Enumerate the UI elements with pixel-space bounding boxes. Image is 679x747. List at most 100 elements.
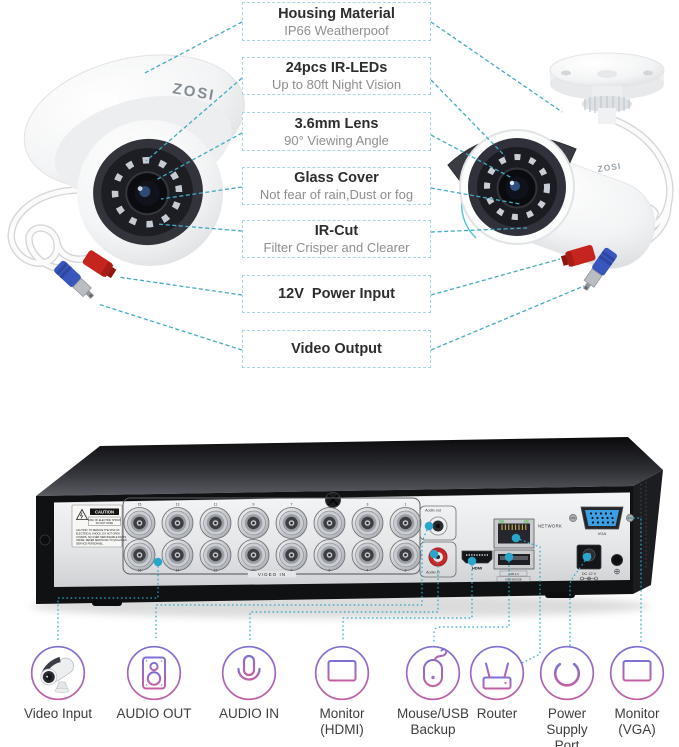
callout-title: IR-Cut <box>314 223 359 239</box>
svg-text:RISK OF ELECTRIC SHOCK: RISK OF ELECTRIC SHOCK <box>88 519 121 522</box>
svg-text:15: 15 <box>138 503 142 507</box>
panel-screws <box>39 492 341 546</box>
hdmi-label: HDMI <box>472 566 482 571</box>
svg-text:8: 8 <box>291 569 293 573</box>
bullet-brand-logo: ZOSI <box>597 161 622 174</box>
svg-text:11: 11 <box>214 503 218 507</box>
callout-glass-cover: Glass Cover Not fear of rain,Dust or fog <box>242 167 431 205</box>
dome-video-connector <box>54 260 95 299</box>
dome-ir-led-ring <box>111 156 183 228</box>
legend-audio-out: AUDIO OUT <box>116 644 192 722</box>
svg-text:12: 12 <box>214 569 218 573</box>
svg-text:2: 2 <box>405 569 407 573</box>
svg-text:9: 9 <box>253 503 255 507</box>
legend-label: Router <box>476 706 518 721</box>
legend-label: AUDIO OUT <box>116 706 192 721</box>
legend-label: Video Input <box>23 706 93 721</box>
svg-text:INSIDE. REFER SERVICING TO QUA: INSIDE. REFER SERVICING TO QUALIFIED <box>76 539 127 542</box>
svg-text:10: 10 <box>252 569 256 573</box>
audio-out-label: Audio out <box>424 509 442 513</box>
bullet-power-connector <box>560 245 596 267</box>
network-label: NETWORK <box>538 524 562 529</box>
bnc-port-numbers: 15 13 11 9 7 5 3 1 16 14 12 10 8 6 4 2 <box>138 503 407 573</box>
svg-text:4: 4 <box>367 569 369 573</box>
network-port: NETWORK <box>493 518 562 549</box>
callout-power-input: 12V Power Input <box>242 275 431 313</box>
dvr-side-face <box>633 470 663 594</box>
caution-header: CAUTION <box>95 510 114 515</box>
bullet-ir-led-ring <box>484 154 550 220</box>
audio-in-label: Audio in <box>425 571 440 575</box>
vga-label: VGA <box>598 531 607 536</box>
callout-title: Housing Material <box>278 5 395 22</box>
bullet-camera-mount <box>549 52 665 124</box>
dc-label: DC 12 V <box>582 572 597 576</box>
callout-subtitle: Up to 80ft Night Vision <box>271 77 402 92</box>
usb-label: USB 2.0 <box>508 572 519 576</box>
usb-port: USB 2.0 USB MOUSE <box>493 549 535 582</box>
caution-label: CAUTION RISK OF ELECTRIC SHOCK DO NOT OP… <box>71 504 127 548</box>
bnc-video-in-ports: 15 13 11 9 7 5 3 1 16 14 12 10 8 6 4 2 V… <box>122 497 422 578</box>
video-in-label: VIDEO IN <box>258 572 286 577</box>
ground-screw <box>611 554 623 575</box>
callout-housing-material: Housing Material IP66 Weatherpoof <box>242 2 431 41</box>
audio-out-port: Audio out <box>419 505 457 541</box>
dc-polarity-mark <box>580 576 598 581</box>
callout-leader-lines <box>97 21 585 351</box>
usb-mouse-label: USB MOUSE <box>505 577 522 581</box>
svg-text:14: 14 <box>176 569 180 573</box>
legend-label: Power Supply Port <box>546 706 588 747</box>
microphone-icon <box>221 645 277 701</box>
callout-subtitle: 90° Viewing Angle <box>284 132 389 148</box>
svg-text:6: 6 <box>329 569 331 573</box>
legend-monitor-hdmi: Monitor (HDMI) <box>313 644 371 738</box>
legend-label: Monitor (HDMI) <box>319 706 365 737</box>
callout-subtitle: Not fear of rain,Dust or fog <box>259 187 414 202</box>
callout-subtitle: IP66 Weatherpoof <box>284 22 389 38</box>
callout-title: Video Output <box>291 340 382 357</box>
bullet-camera: ZOSI <box>447 52 674 291</box>
router-icon <box>469 645 525 701</box>
dome-camera: ZOSI <box>7 54 245 299</box>
bullet-video-connector <box>582 247 617 291</box>
dvr-rear-panel <box>54 493 630 587</box>
svg-text:CAUTION: TO REDUCE THE RISK OF: CAUTION: TO REDUCE THE RISK OF <box>76 529 120 532</box>
warning-triangle-icon <box>75 508 89 520</box>
legend-label: Monitor (VGA) <box>614 706 660 737</box>
callout-title: 24pcs IR-LEDs <box>285 60 388 76</box>
svg-text:7: 7 <box>291 503 293 507</box>
callout-title: 3.6mm Lens <box>294 115 379 132</box>
callout-title: 12V Power Input <box>278 285 395 302</box>
svg-text:1: 1 <box>405 503 407 507</box>
callout-subtitle: Filter Crisper and Clearer <box>263 240 410 255</box>
legend-audio-in: AUDIO IN <box>219 644 279 722</box>
bullet-camera-face <box>459 129 575 245</box>
dome-power-connector <box>82 250 117 279</box>
svg-text:5: 5 <box>329 503 331 507</box>
legend-monitor-vga: Monitor (VGA) <box>608 644 666 738</box>
svg-text:DO NOT OPEN: DO NOT OPEN <box>96 522 114 525</box>
legend-power-supply: Power Supply Port <box>538 644 596 747</box>
legend-label: Mouse/USB Backup <box>396 706 470 737</box>
svg-text:SERVICE PERSONNEL.: SERVICE PERSONNEL. <box>76 543 104 546</box>
callout-ir-leds: 24pcs IR-LEDs Up to 80ft Night Vision <box>242 57 431 95</box>
monitor-icon <box>609 645 665 701</box>
svg-text:13: 13 <box>176 503 180 507</box>
svg-text:COVERS. NO USER SERVICEABLE PA: COVERS. NO USER SERVICEABLE PARTS <box>76 536 126 539</box>
bullet-camera-icon <box>30 645 86 701</box>
svg-text:3: 3 <box>367 503 369 507</box>
mouse-icon <box>405 645 461 701</box>
dome-camera-cable <box>7 186 92 272</box>
dome-camera-face <box>93 138 203 246</box>
callout-ir-cut: IR-Cut Filter Crisper and Clearer <box>242 220 431 258</box>
legend-video-input: Video Input <box>24 644 92 722</box>
callout-title: Glass Cover <box>294 170 379 186</box>
dvr-top-face <box>36 437 663 496</box>
monitor-icon <box>314 645 370 701</box>
legend-label: AUDIO IN <box>218 706 279 721</box>
svg-text:ELECTRICAL SHOCK, DO NOT OPEN: ELECTRICAL SHOCK, DO NOT OPEN <box>76 532 120 535</box>
legend-router: Router <box>468 644 526 722</box>
svg-text:16: 16 <box>138 569 142 573</box>
